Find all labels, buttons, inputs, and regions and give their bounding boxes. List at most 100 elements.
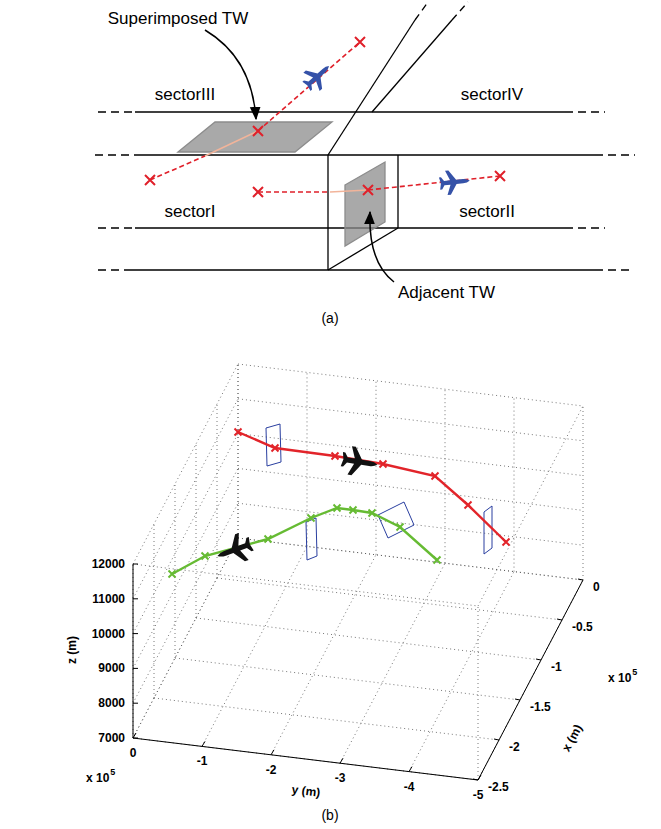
- axis-exponent-power: 5: [632, 668, 637, 677]
- axis-title: z (m): [66, 636, 78, 664]
- grid-line: [238, 538, 583, 580]
- leader-arrow: [205, 30, 256, 119]
- waypoint-cross: [432, 473, 439, 480]
- sector-line: [135, 111, 565, 112]
- axis-tick: [578, 579, 583, 580]
- waypoint-cross: [253, 187, 263, 197]
- aircraft-icon: [213, 530, 257, 569]
- grid-line: [217, 578, 562, 620]
- subfigure-label: (b): [321, 808, 338, 822]
- grid-line: [583, 406, 584, 580]
- trajectory-window-part: [330, 190, 368, 192]
- time-window: [484, 506, 492, 554]
- waypoint-cross: [355, 37, 365, 47]
- axis-tick-label: 9000: [98, 662, 125, 674]
- grid-line: [133, 399, 238, 599]
- grid-line: [478, 606, 479, 780]
- axis-tick: [271, 750, 274, 755]
- axis-tick: [515, 699, 520, 700]
- sector-name: sectorII: [459, 203, 515, 220]
- sector-wall: [397, 155, 398, 228]
- waypoint-cross: [434, 557, 441, 564]
- callout-label: Adjacent TW: [398, 284, 495, 301]
- trajectory-window-part: [205, 131, 258, 156]
- axis-tick: [133, 633, 138, 634]
- grid-line: [238, 538, 583, 580]
- waypoint-cross: [235, 429, 242, 436]
- sector-line: [98, 111, 135, 112]
- trajectory: [258, 42, 360, 131]
- axis-tick: [202, 741, 205, 746]
- waypoint-cross: [265, 536, 272, 543]
- sector-name: sectorIII: [155, 86, 215, 103]
- grid-line: [238, 503, 583, 545]
- sector-line: [98, 227, 135, 228]
- grid-line: [133, 503, 238, 703]
- grid-line: [154, 698, 499, 740]
- axis-tick: [478, 775, 481, 780]
- waypoint-cross: [369, 510, 376, 517]
- trajectory: [172, 508, 437, 574]
- axis-tick-label: 11000: [92, 593, 125, 605]
- grid-line: [175, 658, 520, 700]
- waypoint-cross: [145, 175, 155, 185]
- sector-line: [595, 269, 632, 270]
- sector-line: [95, 154, 135, 155]
- axis-line: [133, 738, 478, 780]
- waypoint-cross: [465, 502, 472, 509]
- aircraft-icon: [340, 445, 380, 479]
- sector-wall: [415, 2, 428, 20]
- axis-tick: [133, 703, 138, 704]
- axis-tick: [557, 619, 562, 620]
- axis-tick-label: -2: [266, 764, 277, 776]
- sector-line: [135, 154, 595, 155]
- time-window: [306, 518, 317, 560]
- aircraft-icon: [438, 168, 471, 195]
- sector-line: [130, 269, 595, 270]
- sector-wall: [328, 20, 415, 155]
- leader-arrow: [370, 212, 394, 282]
- axis-tick-label: 7000: [98, 732, 125, 744]
- grid-line: [133, 564, 478, 606]
- grid-line: [238, 364, 239, 538]
- axis-tick: [409, 767, 412, 772]
- waypoint-cross: [380, 461, 387, 468]
- trajectory: [150, 156, 205, 180]
- aircraft: [298, 57, 471, 196]
- axis-tick-label: 8000: [98, 697, 125, 709]
- 3d-plot: [133, 364, 583, 780]
- grid-line: [196, 618, 541, 660]
- waypoint-cross: [350, 507, 357, 514]
- axis-tick: [473, 779, 478, 780]
- grid-line: [133, 564, 134, 738]
- superimposed-time-window: [178, 122, 332, 152]
- axis-tick: [133, 564, 138, 565]
- axis-exponent-power: 5: [110, 768, 115, 777]
- sector-line: [98, 269, 130, 270]
- grid-line: [133, 468, 238, 668]
- sector-line: [565, 111, 605, 112]
- sector-sketch: [95, 2, 635, 282]
- grid-line: [238, 364, 239, 538]
- grid-line: [445, 389, 446, 563]
- waypoints: [145, 37, 505, 197]
- waypoint-cross: [202, 553, 209, 560]
- trajectory: [238, 432, 506, 542]
- subfigure-label: (a): [321, 311, 338, 325]
- grid-line: [271, 555, 376, 755]
- axis-tick-label: 12000: [92, 558, 125, 570]
- axis-tick-label: 0: [130, 747, 137, 759]
- axis-tick: [133, 598, 138, 599]
- axis-tick: [494, 739, 499, 740]
- axis-exponent: x 10: [608, 672, 631, 684]
- waypoint-cross: [495, 171, 505, 181]
- axis-tick-label: 10000: [92, 628, 125, 640]
- grid-line: [238, 468, 583, 510]
- axis-tick-label: -3: [335, 772, 346, 784]
- axis-tick-label: -1: [197, 755, 208, 767]
- axis-tick-label: -5: [473, 789, 484, 801]
- grid-line: [202, 546, 307, 746]
- axis-tick-label: 0: [593, 581, 600, 593]
- axis-tick: [133, 733, 136, 738]
